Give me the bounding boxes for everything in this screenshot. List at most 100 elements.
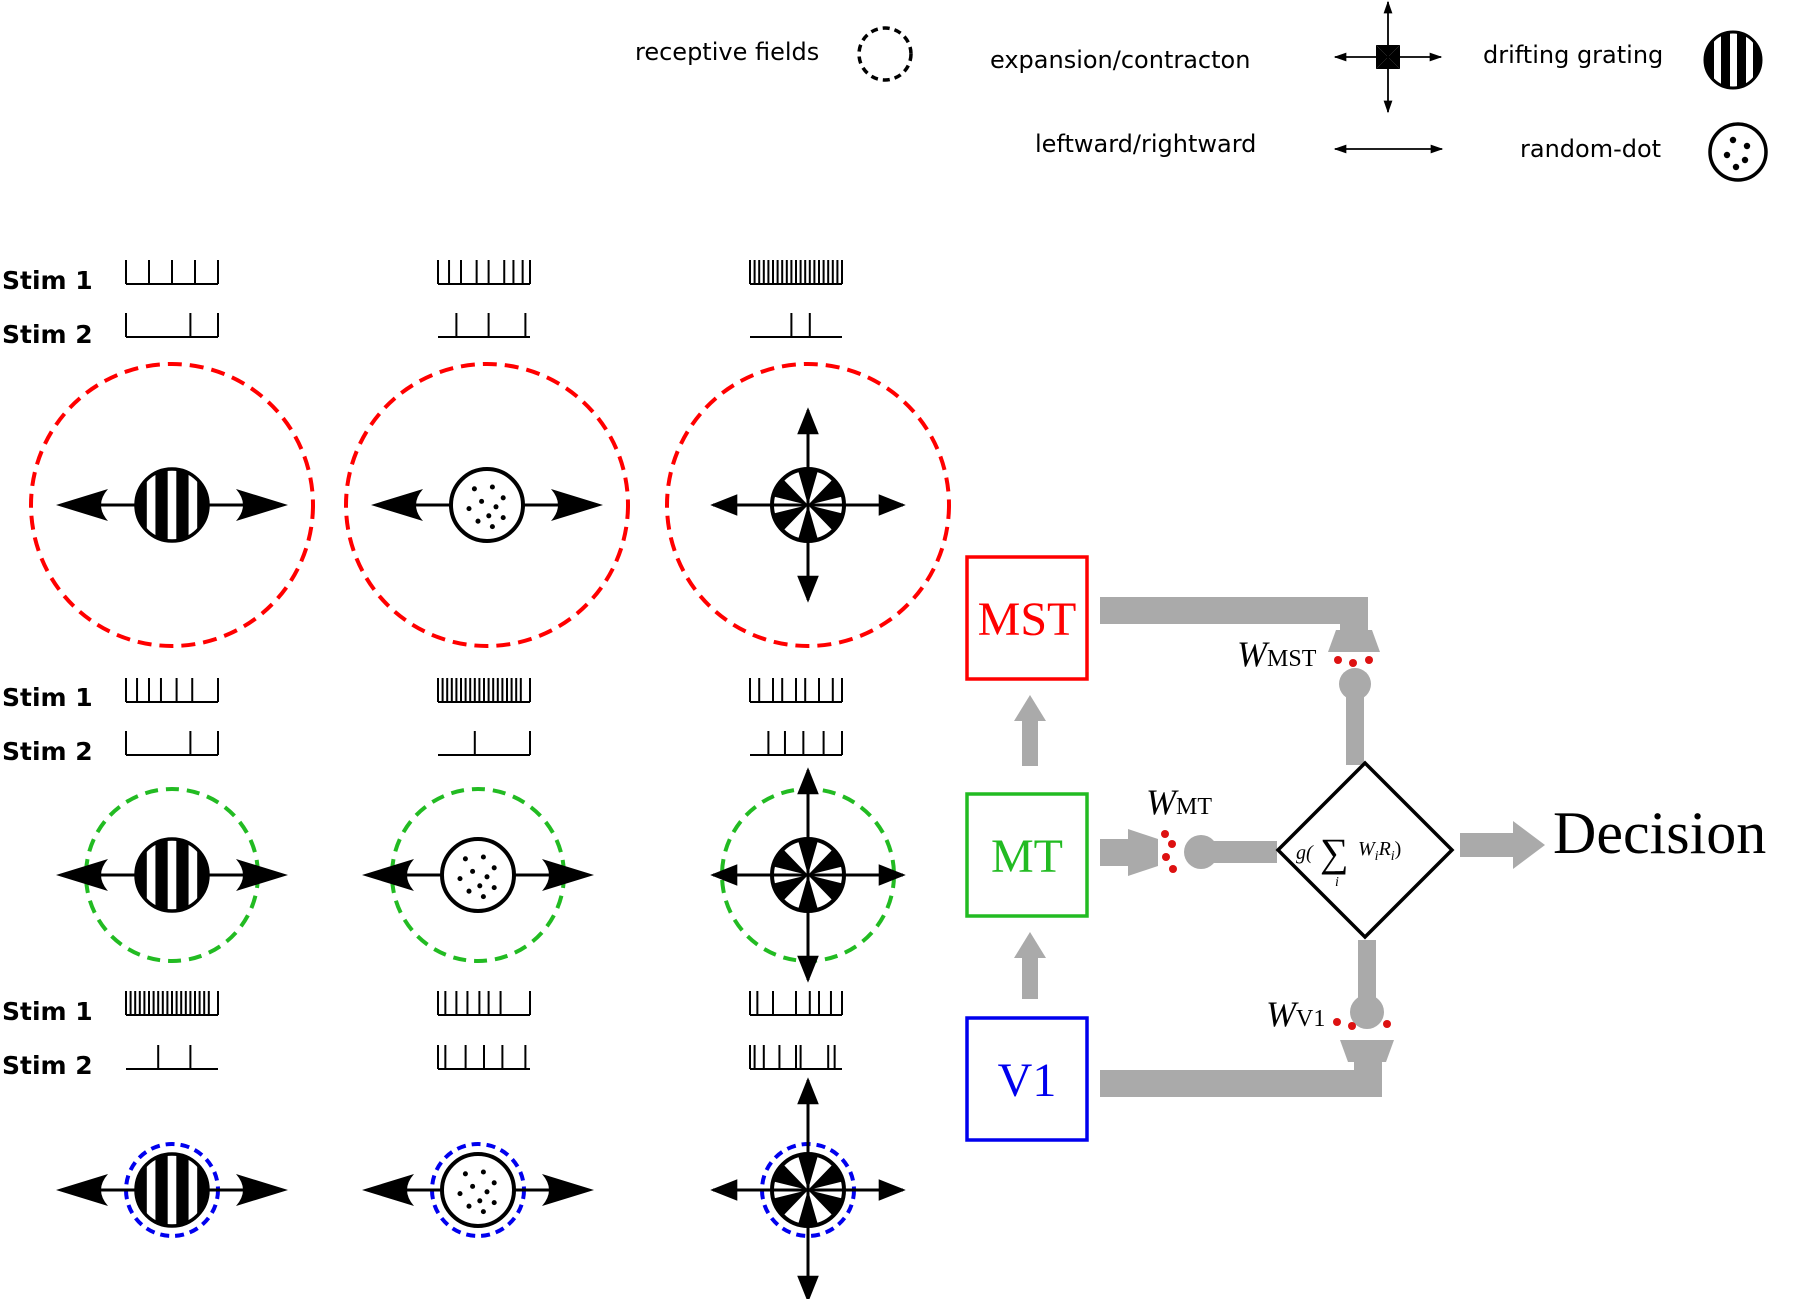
spike-train [437,260,531,285]
v1-readout-bend [1354,1060,1382,1097]
v1-post-shaft [1358,940,1376,1010]
wedge [808,1190,843,1216]
decision-formula: g( ∑ i WiRi) [1296,830,1401,890]
spike-trains [125,260,843,1070]
expansion-stimulus [710,1077,906,1299]
connectors [1014,597,1545,1097]
wedge [773,875,808,901]
wedge [773,1190,808,1216]
arrowhead-left [362,859,414,891]
spike-train [750,731,843,756]
stim2-label-top: Stim 2 [2,320,93,349]
v1-to-mt-shaft [1022,957,1038,999]
legend-expansion-icon [1333,0,1443,114]
spike-train [750,313,842,338]
decision-arrow-shaft [1460,833,1515,857]
spike-train [125,731,219,756]
wedge [773,479,808,505]
w-mt-symbol: W [1146,782,1179,822]
mst-receptive-field [665,362,951,648]
formula-r-sub: i [1391,849,1395,864]
mst-readout-bend [1340,597,1368,633]
arrowhead-left [56,1174,108,1206]
legend: receptive fields expansion/contracton dr… [635,0,1768,182]
spike-train [749,260,843,285]
arrowhead-left [371,489,423,521]
mt-terminal [1128,829,1158,876]
wedge [808,1164,843,1190]
arrowhead-right [542,1174,594,1206]
spike-train [749,991,843,1016]
legend-random-dot-icon [1708,122,1768,182]
formula-w: W [1358,838,1377,860]
mst-post-shaft [1346,690,1364,765]
v1-terminal [1340,1040,1394,1062]
wedge [808,875,843,901]
decision-node [1275,760,1455,940]
w-mt-label: WMT [1146,782,1212,822]
spike-train [749,1045,842,1070]
random-dot-stimulus [440,1152,516,1228]
random-dot-stimulus [440,837,516,913]
w-mst-symbol: W [1237,634,1270,674]
spike-train [437,1045,530,1070]
stim-labels: Stim 1 Stim 2 Stim 1 Stim 2 Stim 1 Stim … [2,266,93,1080]
v1-post-knob [1350,995,1384,1029]
formula-sigma: ∑ [1320,830,1349,875]
wedge [773,1164,808,1190]
mst-readout-bar [1100,597,1368,624]
spike-train [126,1045,218,1070]
spike-train [437,991,531,1016]
mt-readout-bar [1100,839,1130,866]
formula-term: WiRi) [1358,838,1401,864]
w-mst-label: WMST [1237,634,1317,674]
spike-train [749,678,843,703]
decision-label: Decision [1553,800,1766,866]
stim2-label-bot: Stim 2 [2,1051,93,1080]
mt-area-label: MT [991,830,1063,883]
w-v1-label: WV1 [1266,994,1325,1034]
network: MST MT V1 WMST WMT WV1 g( ∑ i WiRi) Deci… [965,555,1766,1142]
formula-r: R [1378,838,1391,860]
mt-area-box [965,792,1089,918]
spike-train [125,991,219,1016]
spike-train [438,313,530,338]
mt-to-mst-arrowhead [1014,695,1046,721]
w-mt-subscript: MT [1176,794,1212,820]
stim2-label-mid: Stim 2 [2,737,93,766]
expansion-stimulus [710,767,906,983]
mt-to-mst-shaft [1022,720,1038,766]
drifting-grating-stimulus [134,467,210,543]
arrowhead-left [56,859,108,891]
spike-train [125,678,219,703]
arrowhead-right [236,859,288,891]
spike-train [437,678,531,703]
spike-train [125,260,219,285]
mst-receptive-field [344,362,630,648]
random-dot-stimulus [449,467,525,543]
synapse-dots [1161,656,1391,1030]
mst-post-knob [1339,668,1371,700]
legend-random-dot-label: random-dot [1520,135,1661,163]
wedge [808,479,843,505]
wedge [773,505,808,531]
formula-close: ) [1395,838,1402,860]
wedge [773,849,808,875]
decision-arrow-head [1513,821,1545,869]
v1-area-label: V1 [998,1054,1057,1107]
expansion-stimulus [710,407,906,603]
drifting-grating-stimulus [134,1152,210,1228]
w-v1-symbol: W [1266,994,1299,1034]
drifting-grating-stimulus [134,837,210,913]
arrowhead-right [542,859,594,891]
stim1-label-top: Stim 1 [2,266,93,295]
arrowhead-right [551,489,603,521]
wedge [808,505,843,531]
v1-area-box [965,1016,1089,1142]
arrowhead-left [362,1174,414,1206]
formula-w-sub: i [1375,849,1379,864]
mst-terminal [1328,630,1380,652]
arrowhead-left [56,489,108,521]
legend-expansion-label: expansion/contracton [990,46,1250,74]
stimulus-glyphs [56,407,906,1299]
